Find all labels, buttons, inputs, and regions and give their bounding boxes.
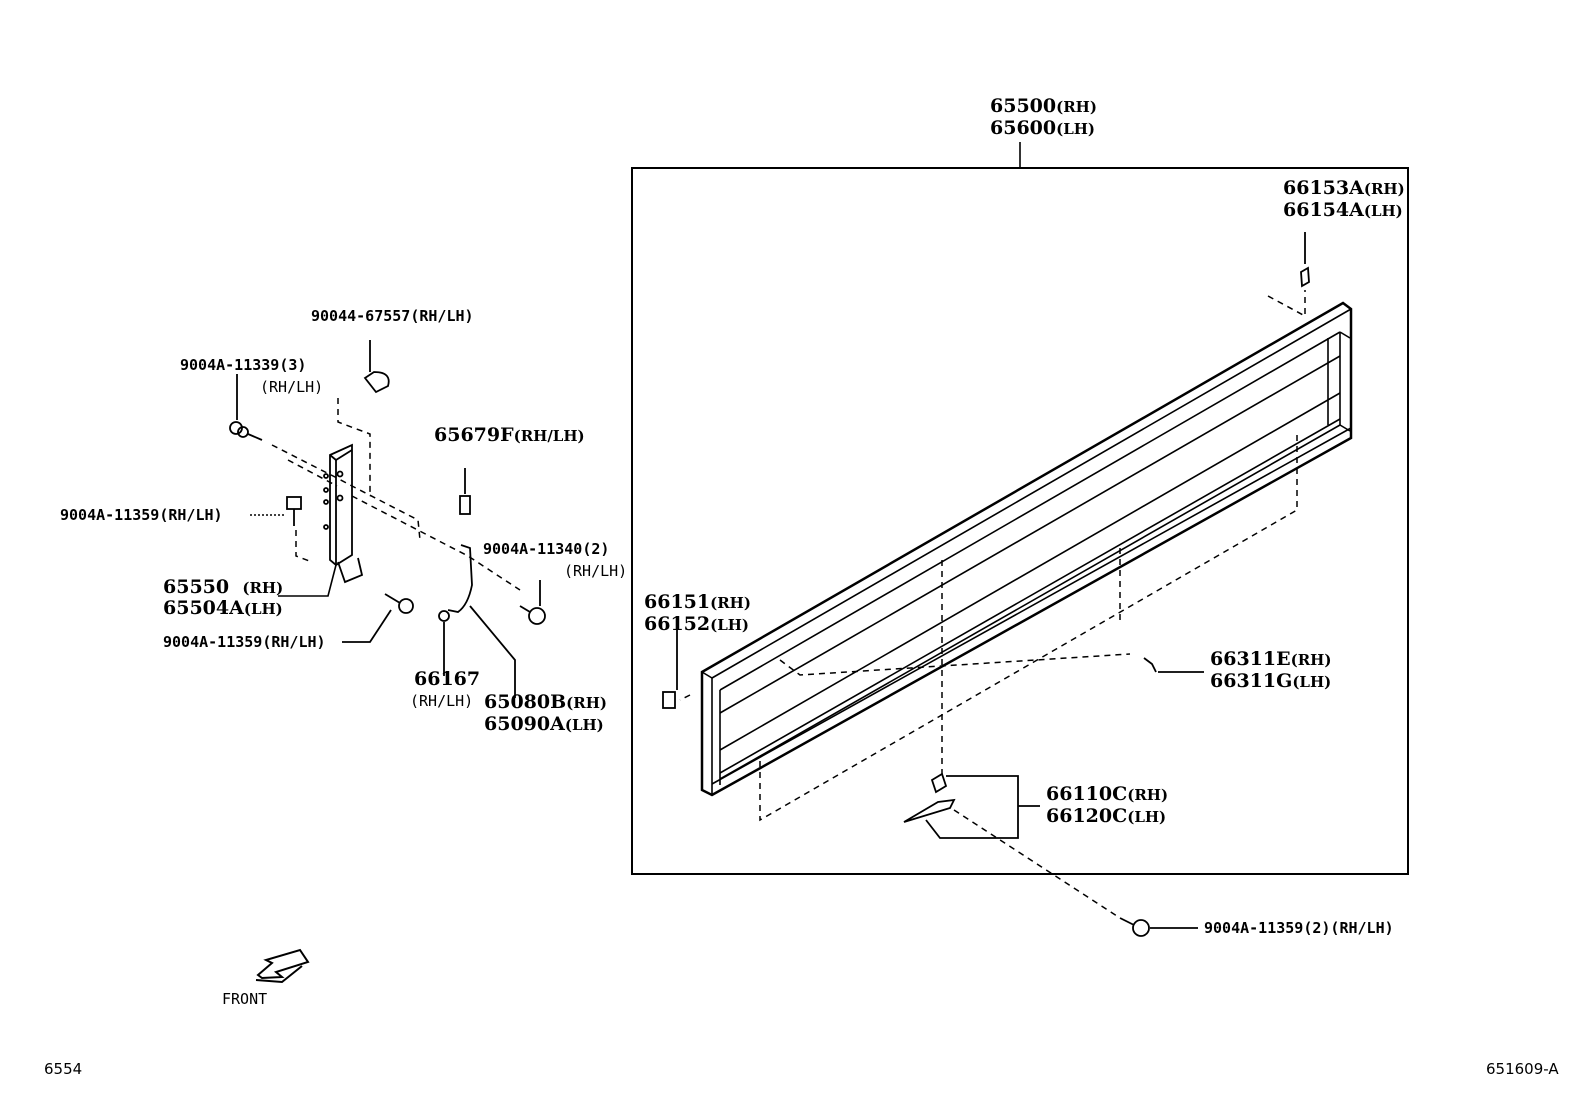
front-arrow-icon bbox=[255, 948, 310, 984]
part-9004A-11339-label: 9004A-11339(3) bbox=[180, 356, 307, 374]
part-65679F-label: 65679F(RH/LH) bbox=[434, 424, 585, 446]
part-66110C-label: 66110C(RH) bbox=[1046, 783, 1169, 805]
part-65550-label: 65550 (RH) bbox=[163, 576, 284, 598]
part-9004A-11339-side: (RH/LH) bbox=[260, 378, 324, 396]
clip-66151 bbox=[662, 620, 678, 709]
clip-66311E bbox=[1143, 657, 1204, 673]
part-66120C-label: 66120C(LH) bbox=[1046, 805, 1167, 827]
part-65080B-label: 65080B(RH) bbox=[484, 691, 608, 713]
part-9004A-11359-a-label: 9004A-11359(RH/LH) bbox=[60, 506, 223, 524]
part-66311E-label: 66311E(RH) bbox=[1210, 648, 1332, 670]
lamp-65679F bbox=[438, 468, 516, 698]
clip-66153A bbox=[1300, 232, 1310, 288]
part-66152-label: 66152(LH) bbox=[644, 613, 750, 635]
part-65600-label: 65600(LH) bbox=[990, 117, 1096, 139]
bolt-9004A-11359-b bbox=[342, 593, 414, 643]
part-66151-label: 66151(RH) bbox=[644, 591, 751, 613]
part-9004A-11359-b-label: 9004A-11359(RH/LH) bbox=[163, 633, 326, 651]
part-66153A-label: 66153A(RH) bbox=[1283, 177, 1405, 199]
part-90044-67557-label: 90044-67557(RH/LH) bbox=[311, 307, 474, 325]
door-protector-assembly bbox=[700, 301, 1353, 797]
part-9004A-11359-c-label: 9004A-11359(2)(RH/LH) bbox=[1204, 919, 1394, 937]
part-66167-label: 66167 bbox=[414, 668, 481, 690]
bolt-9004A-11340 bbox=[519, 580, 546, 625]
clip-90044 bbox=[363, 340, 390, 394]
bolt-9004A-11339 bbox=[229, 374, 263, 441]
page-code: 6554 bbox=[44, 1060, 83, 1078]
clip-66110C bbox=[903, 772, 1040, 839]
part-65504A-label: 65504A(LH) bbox=[163, 597, 283, 619]
part-66167-side: (RH/LH) bbox=[410, 692, 474, 710]
bolt-9004A-11359-a bbox=[286, 496, 302, 526]
leader-65550 bbox=[278, 564, 337, 597]
part-65500-label: 65500(RH) bbox=[990, 95, 1097, 117]
bracket-65550 bbox=[323, 443, 364, 584]
part-9004A-11340-side: (RH/LH) bbox=[564, 562, 628, 580]
part-66311G-label: 66311G(LH) bbox=[1210, 670, 1332, 692]
part-9004A-11340-label: 9004A-11340(2) bbox=[483, 540, 610, 558]
part-65090A-label: 65090A(LH) bbox=[484, 713, 604, 735]
front-label: FRONT bbox=[222, 990, 268, 1008]
bolt-9004A-11359-c bbox=[1119, 917, 1198, 937]
part-66154A-label: 66154A(LH) bbox=[1283, 199, 1403, 221]
figure-code: 651609-A bbox=[1486, 1060, 1559, 1078]
assembly-frame bbox=[631, 167, 1409, 875]
